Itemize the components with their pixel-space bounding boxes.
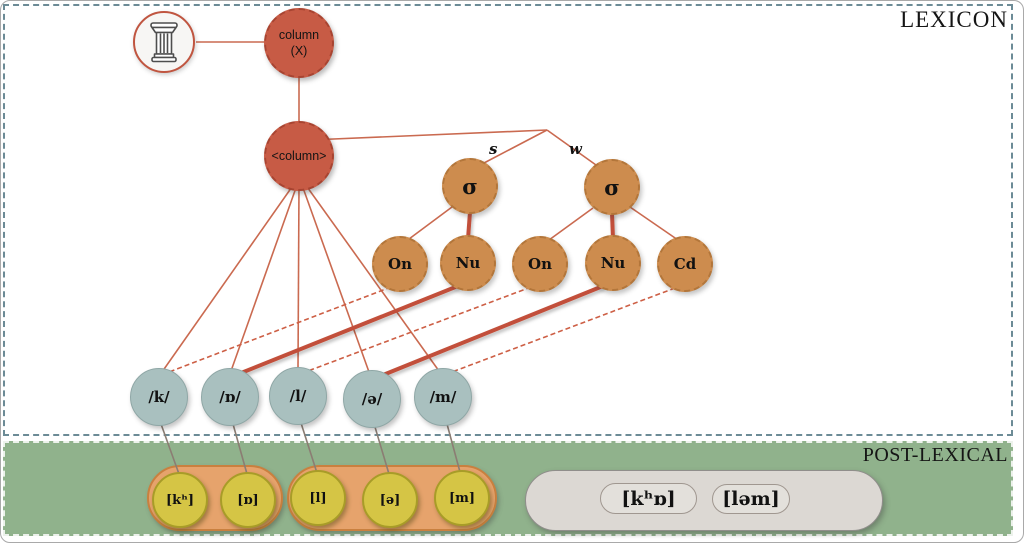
phoneme-node-schwa: /ə/ [343,370,401,428]
output-syllable-2-label: [ləm] [722,488,780,510]
phone-label: [m] [448,490,476,506]
phoneme-label: /m/ [429,388,457,406]
phone-label: [l] [309,490,327,506]
phone-node-kh: [kʰ] [152,472,208,528]
constituent-label: Nu [600,254,626,272]
syllable-node-weak: σ [584,159,640,215]
lexicon-zone [3,4,1013,436]
structural-lines [161,41,679,373]
lexical-form-node: <column> [264,121,334,191]
syllable-label: σ [604,174,620,200]
phone-node-schwa: [ə] [362,472,418,528]
constituent-label: Cd [673,255,697,273]
phone-label: [ə] [379,492,401,508]
phoneme-label: /k/ [148,388,170,406]
output-syllable-1-label: [kʰɒ] [621,487,676,510]
stress-label-weak: w [569,140,582,158]
morpheme-name: column [278,27,320,42]
stress-label-strong: s [489,140,498,158]
syllable-label: σ [462,173,478,199]
phoneme-node-m: /m/ [414,368,472,426]
lexicon-zone-title: LEXICON [900,7,1008,32]
phoneme-node-l: /l/ [269,367,327,425]
phoneme-node-k: /k/ [130,368,188,426]
phone-label: [ɒ] [237,492,259,508]
phone-label: [kʰ] [165,492,195,508]
phone-node-o: [ɒ] [220,472,276,528]
morpheme-node: column (X) [264,8,334,78]
syllable-node-strong: σ [442,158,498,214]
onset-node-2: On [512,236,568,292]
phoneme-label: /ə/ [361,390,383,408]
output-pill [525,470,883,531]
constituent-label: On [388,255,412,273]
phoneme-node-o: /ɒ/ [201,368,259,426]
nucleus-node-1: Nu [440,235,496,291]
coda-node: Cd [657,236,713,292]
post-lexical-zone-title: POST-LEXICAL [862,444,1008,466]
output-syllable-1: [kʰɒ] [600,483,697,514]
morpheme-category: (X) [290,44,308,58]
constituent-label: On [528,255,552,273]
lexical-form-label: <column> [271,148,327,163]
column-pillar-icon [150,22,178,63]
onset-node-1: On [372,236,428,292]
phone-node-m: [m] [434,470,490,526]
output-syllable-2: [ləm] [712,484,790,514]
phoneme-label: /l/ [289,387,307,405]
phone-node-l: [l] [290,470,346,526]
concept-node [133,11,195,73]
constituent-label: Nu [455,254,481,272]
realization-lines [160,422,461,475]
phoneme-label: /ɒ/ [219,388,241,406]
strong-association-lines [240,211,615,377]
nucleus-node-2: Nu [585,235,641,291]
